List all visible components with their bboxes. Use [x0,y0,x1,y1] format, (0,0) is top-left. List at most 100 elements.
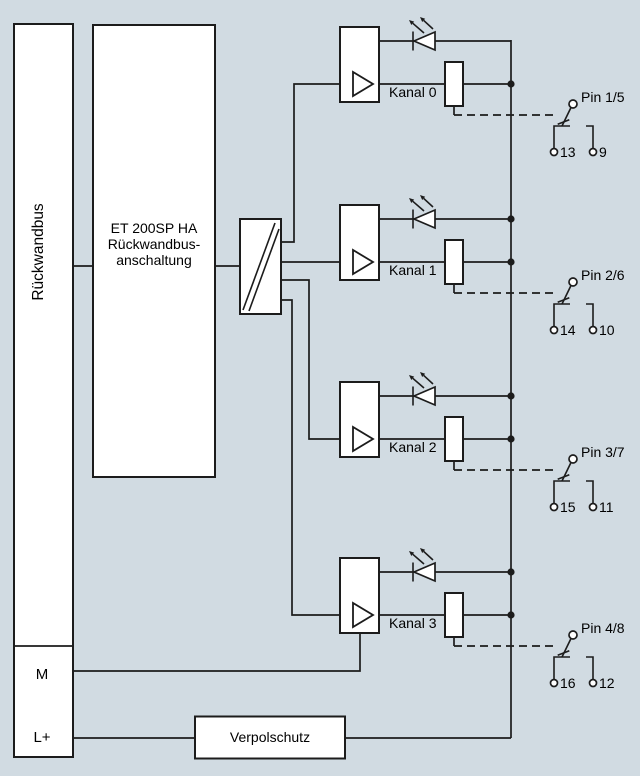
m-wire [73,633,361,672]
channel-1: Kanal 1 Pin 2/6 14 10 [339,195,625,338]
led-icon [409,548,436,583]
channel-label: Kanal 1 [389,262,437,278]
switch-actuator-slash [557,118,570,126]
amplifier-icon [352,248,375,276]
terminal-right-label: 9 [599,144,607,160]
channel-2: Kanal 2 Pin 3/7 15 11 [339,372,625,515]
output-element-box [444,592,464,638]
led-icon [409,17,436,52]
terminal-left-circle [549,325,559,335]
led-arrow-2 [423,19,434,30]
contact-switch-icon: Pin 3/7 15 11 [549,444,625,515]
terminal-right-bracket [586,303,594,327]
junction-dot-led [507,392,515,400]
junction-dot-led [507,215,515,223]
terminal-right-circle [588,325,598,335]
led-arrow-1-head [409,375,415,380]
galvanic-isolation-icon [239,218,282,315]
switch-actuator-slash [557,649,570,657]
led-triangle [411,561,436,583]
led-arrow-2 [423,550,434,561]
amplifier-icon [352,601,375,629]
switch-lever-line [561,107,572,127]
led-arrow-1 [412,553,425,565]
terminal-left-bracket [553,125,570,149]
junction-dot-led [507,568,515,576]
amplifier-icon [352,425,375,453]
terminal-left-label: 14 [560,322,576,338]
pin-terminal-circle [568,99,578,109]
channel-feed-wire-0 [281,83,340,243]
verpolschutz-label: Verpolschutz [230,729,310,745]
led-triangle [411,385,436,407]
switch-lever-line [561,285,572,305]
junction-dot-main [507,611,515,619]
pin-label: Pin 2/6 [581,267,625,283]
switch-lever-line [561,462,572,482]
led-icon [409,195,436,230]
led-triangle [411,30,436,52]
pin-label: Pin 1/5 [581,89,625,105]
channel-feed-wire-3 [281,299,340,616]
backplane-bus-label: Rückwandbus [30,203,47,301]
interface-box-label-line1: ET 200SP HA [111,220,198,236]
pin-terminal-circle [568,454,578,464]
pin-label: Pin 4/8 [581,620,625,636]
terminal-left-bracket [553,303,570,327]
terminal-l-plus-label: L+ [33,729,50,746]
terminal-right-label: 11 [599,499,614,515]
terminal-right-bracket [586,125,594,149]
output-element-box [444,416,464,462]
switch-lever-line [561,638,572,658]
interface-box-rect [92,24,216,478]
pin-label: Pin 3/7 [581,444,625,460]
terminal-right-circle [588,678,598,688]
terminal-left-circle [549,502,559,512]
switch-actuator-slash [557,296,570,304]
led-arrow-2-head [420,372,426,377]
isolation-diagonal-2 [248,228,280,312]
terminal-left-label: 13 [560,144,576,160]
led-triangle [411,208,436,230]
led-arrow-2 [423,374,434,385]
terminal-right-circle [588,502,598,512]
terminal-m-label: M [36,666,49,683]
led-arrow-2 [423,197,434,208]
terminal-right-label: 12 [599,675,615,691]
terminal-left-bracket [553,480,570,504]
led-arrow-1 [412,22,425,34]
isolation-box [239,218,282,315]
interface-box-label-line3: anschaltung [116,252,192,268]
reverse-polarity-protection: Verpolschutz [194,715,346,760]
led-arrow-2-head [420,548,426,553]
channel-0: Kanal 0 Pin 1/5 13 9 [339,17,625,160]
led-arrow-1 [412,200,425,212]
amplifier-icon [352,70,375,98]
verpolschutz-box [194,715,346,760]
led-icon [409,372,436,407]
terminal-left-label: 16 [560,675,576,691]
interface-box-label-line2: Rückwandbus- [108,236,201,252]
pin-terminal-circle [568,630,578,640]
led-arrow-1-head [409,198,415,203]
channel-feed-wire-2 [281,279,340,440]
channel-3: Kanal 3 Pin 4/8 16 12 [339,548,625,691]
terminal-left-bracket [553,656,570,680]
backplane-bus-bar [13,23,74,758]
junction-dot-main [507,80,515,88]
led-arrow-2-head [420,17,426,22]
interface-box: ET 200SP HA Rückwandbus- anschaltung [92,24,216,478]
isolation-diagonal-1 [242,222,276,311]
terminal-left-circle [549,147,559,157]
output-element-box [444,239,464,285]
terminal-right-label: 10 [599,322,615,338]
led-arrow-2-head [420,195,426,200]
output-element-box [444,61,464,107]
junction-dot-main [507,258,515,266]
terminal-right-bracket [586,480,594,504]
led-arrow-1-head [409,551,415,556]
junction-dot-main [507,435,515,443]
led-arrow-1-head [409,20,415,25]
led-arrow-1 [412,377,425,389]
